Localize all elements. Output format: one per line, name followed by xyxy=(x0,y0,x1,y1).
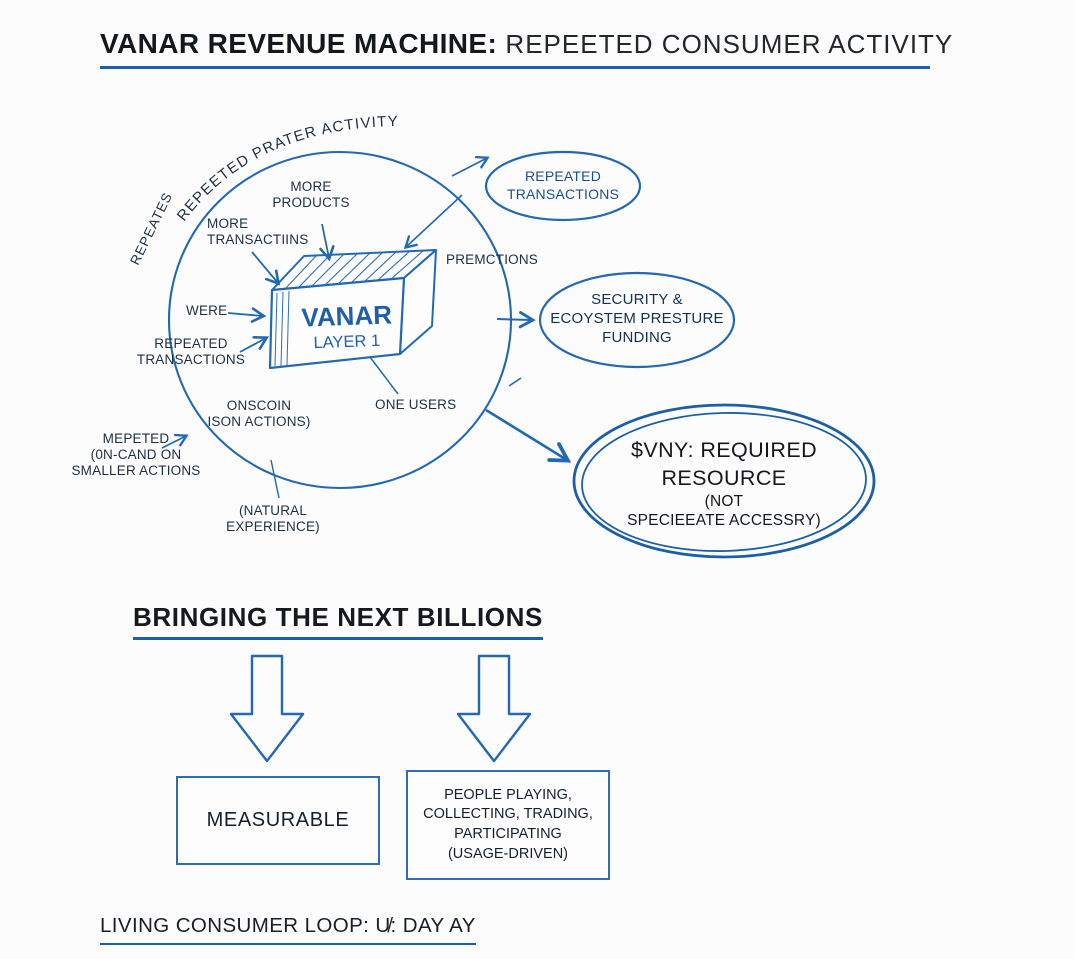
label-more-transactions: MORE TRANSACTIINS xyxy=(207,216,308,248)
label-line: PEOPLE PLAYING, xyxy=(444,786,572,803)
page-title: VANAR REVENUE MACHINE: REPEETED CONSUMER… xyxy=(100,28,952,69)
label-line: ONSCOIN xyxy=(226,398,292,413)
arrow-repeated-transactions-to-box xyxy=(239,335,270,353)
label-one-users: ONE USERS xyxy=(375,397,457,412)
label-more-products: MORE PRODUCTS xyxy=(272,179,349,211)
label-mepeted: MEPETED (0N-CAND ON SMALLER ACTIONS xyxy=(71,431,200,480)
ellipse-security-funding xyxy=(538,271,736,369)
arrow-circle-to-vny xyxy=(485,408,572,463)
label-line: RESOURCE xyxy=(661,465,787,490)
line-one-users-to-box xyxy=(369,356,399,395)
label-line: TRANSACTIONS xyxy=(506,185,620,202)
arrow-circle-to-security xyxy=(496,311,536,329)
label-line: FUNDING xyxy=(602,328,672,346)
arrow-into-repeated-ellipse xyxy=(451,156,490,177)
vanar-box-layer: LAYER 1 xyxy=(313,332,380,352)
section-heading-next-billions: BRINGING THE NEXT BILLIONS xyxy=(133,602,543,640)
label-natural-experience: (NATURAL EXPERIENCE) xyxy=(226,503,320,535)
label-line: ECOYSTEM PRESTURE xyxy=(550,309,724,327)
label-line: REPEATED xyxy=(154,336,228,351)
block-arrow-down-right xyxy=(456,654,532,763)
label-line: (USAGE-DRIVEN) xyxy=(447,845,569,862)
page-title-light: REPEETED CONSUMER ACTIVITY xyxy=(497,29,954,59)
vanar-box-name: VANAR xyxy=(301,299,393,332)
arrow-more-transactions-to-box xyxy=(251,251,281,286)
ellipse-vny-inner xyxy=(581,412,867,552)
vanar-box-front-face xyxy=(268,276,406,370)
arrow-mepeted xyxy=(161,433,189,449)
line-natural-to-circle xyxy=(270,459,280,499)
ellipse-repeated-text: REPEATED TRANSACTIONS xyxy=(507,168,619,203)
label-repeated-transactions: REPEATED TRANSACTIONS xyxy=(137,336,245,368)
label-line: EXPERIENCE) xyxy=(226,519,320,535)
label-line: PRODUCTS xyxy=(272,195,350,211)
ellipse-security-text: SECURITY & ECOYSTEM PRESTURE FUNDING xyxy=(550,291,723,347)
label-were: WERE xyxy=(186,303,228,318)
box-measurable-label: MEASURABLE xyxy=(206,809,350,831)
repeates-label: REPEATES xyxy=(127,190,175,268)
label-line: PARTICIPATING xyxy=(454,826,562,842)
footer-living-consumer-loop: LIVING CONSUMER LOOP: U̸: DAY AY xyxy=(100,914,476,945)
label-onscoin: ONSCOIN ISON ACTIONS) xyxy=(207,398,310,430)
label-line: REPEATED xyxy=(524,168,602,184)
box-people-activity: PEOPLE PLAYING, COLLECTING, TRADING, PAR… xyxy=(406,770,610,880)
label-line: SECURITY & xyxy=(591,291,683,308)
arrow-more-products-to-box xyxy=(319,223,335,262)
arrow-were-to-box xyxy=(227,307,267,323)
label-line: ISON ACTIONS) xyxy=(207,414,311,430)
vanar-box-top-hatching xyxy=(284,250,424,290)
label-line: SPECIEEATE ACCESSRY) xyxy=(627,511,821,529)
label-line: $VNY: REQUIRED xyxy=(630,438,818,462)
label-line: MEPETED xyxy=(102,431,170,446)
ellipse-vny-outer xyxy=(572,403,876,559)
label-line: (NOT xyxy=(704,492,744,510)
ellipse-repeated-transactions xyxy=(484,150,642,222)
page-title-strong: VANAR REVENUE MACHINE: xyxy=(100,28,498,59)
box-measurable: MEASURABLE xyxy=(176,776,380,865)
vanar-box-side-hatching xyxy=(274,290,290,367)
label-line: TRANSACTIONS xyxy=(136,352,246,368)
label-line: TRANSACTIINS xyxy=(207,232,309,248)
label-premctions: PREMCTIONS xyxy=(446,252,539,267)
block-arrow-down-left xyxy=(229,654,305,763)
label-line: SMALLER ACTIONS xyxy=(71,463,201,479)
label-line: COLLECTING, TRADING, xyxy=(423,806,593,823)
ellipse-vny-text: $VNY: REQUIRED RESOURCE (NOT SPECIEEATE … xyxy=(627,437,821,531)
label-line: (NATURAL xyxy=(238,503,308,518)
label-line: MORE xyxy=(207,216,249,231)
tick-mark xyxy=(508,377,522,387)
label-line: (0N-CAND ON xyxy=(90,447,182,463)
arrow-ellipse-to-box xyxy=(403,194,463,250)
label-line: MORE xyxy=(290,179,332,194)
